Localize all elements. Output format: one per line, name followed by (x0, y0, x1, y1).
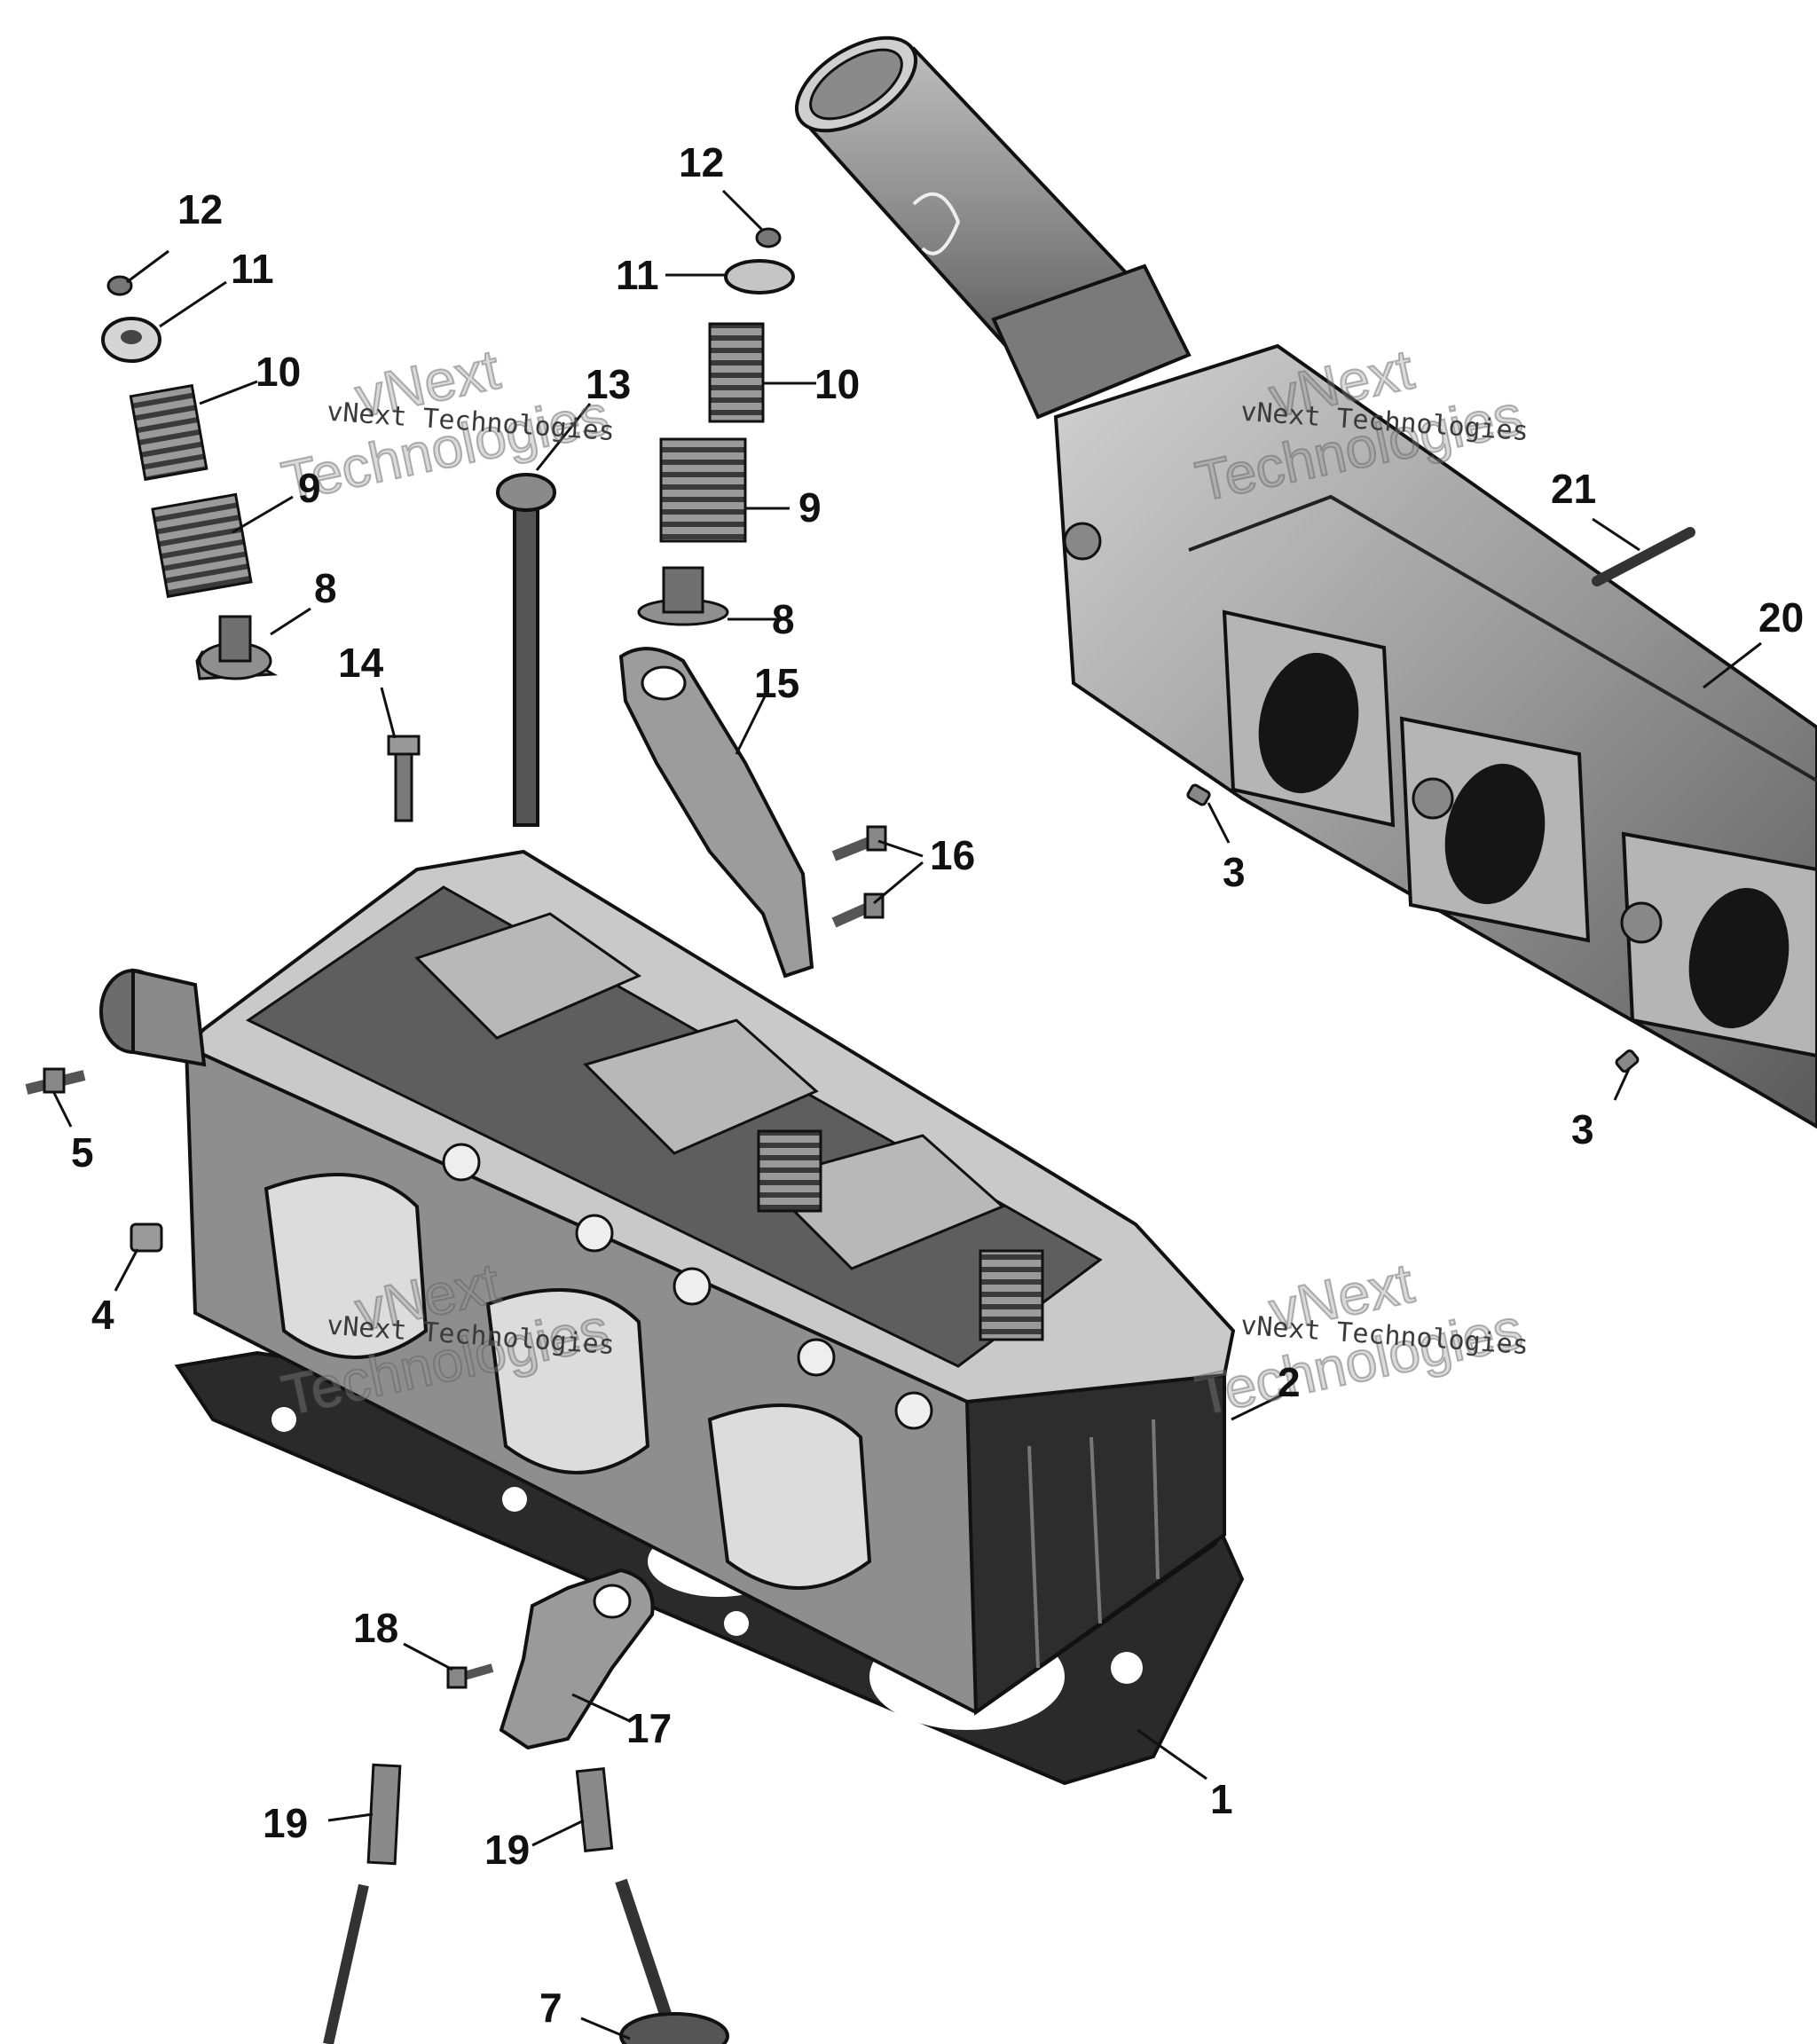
callout-18: 18 (353, 1605, 399, 1651)
valve-guide-19-left (366, 1763, 402, 1866)
bracket-17 (499, 1568, 655, 1750)
callout-15: 15 (754, 660, 800, 706)
spring-retainer-11-right (724, 259, 795, 295)
bolts-16 (831, 825, 887, 928)
manifold-port-1 (1222, 609, 1396, 828)
callout-12-left: 12 (177, 186, 224, 232)
valve-keeper-12-left (106, 275, 133, 296)
head-bolt-13 (496, 473, 556, 827)
callout-7: 7 (539, 1985, 562, 2031)
callout-17: 17 (626, 1705, 673, 1751)
stud-5 (25, 1067, 86, 1095)
callout-3-upper: 3 (1223, 849, 1246, 895)
callout-5: 5 (71, 1129, 94, 1175)
callout-14: 14 (338, 640, 384, 686)
dowel-4 (130, 1222, 163, 1253)
valve-stack-left (101, 275, 279, 680)
bracket-15 (618, 647, 814, 979)
manifold-port-3 (1621, 831, 1817, 1058)
outer-spring-9-right (659, 437, 747, 543)
stud-21 (1592, 527, 1695, 586)
valve-seal-8-right (662, 566, 704, 614)
callout-2: 2 (1278, 1359, 1301, 1405)
valve-7 (323, 1878, 729, 2044)
callout-3-lower: 3 (1571, 1106, 1594, 1152)
valve-stack-right (637, 227, 795, 626)
inner-spring-10-right (708, 322, 765, 423)
callout-19-right: 19 (484, 1827, 531, 1873)
callout-8-right: 8 (772, 596, 795, 642)
callout-20: 20 (1758, 594, 1805, 641)
cylinder-head (99, 849, 1236, 1716)
callout-13: 13 (586, 361, 632, 407)
valve-keeper-12-right (755, 227, 782, 248)
exhaust-manifold (794, 35, 1817, 1129)
callout-1: 1 (1210, 1776, 1233, 1822)
callout-11-left: 11 (231, 246, 274, 292)
callout-9-left: 9 (298, 465, 321, 511)
callout-11-right: 11 (616, 252, 659, 298)
callout-10-left: 10 (256, 349, 302, 395)
callout-8-left: 8 (314, 565, 337, 611)
outer-spring-9-left (151, 492, 253, 599)
callout-19-left: 19 (263, 1800, 309, 1846)
dowel-3-upper (1186, 783, 1211, 806)
callout-9-right: 9 (798, 484, 822, 531)
callout-16: 16 (930, 832, 976, 878)
valve-guide-19-right (575, 1767, 614, 1852)
dowel-3-lower (1615, 1049, 1640, 1073)
inner-spring-10-left (129, 383, 208, 482)
callout-10-right: 10 (814, 361, 861, 407)
leader-lines (51, 189, 1762, 2040)
callout-12-right: 12 (679, 139, 725, 185)
callout-4: 4 (91, 1292, 114, 1338)
bolt-18 (446, 1663, 494, 1689)
bolt-14 (387, 735, 421, 822)
manifold-port-2 (1399, 716, 1591, 943)
callout-21: 21 (1551, 466, 1597, 512)
